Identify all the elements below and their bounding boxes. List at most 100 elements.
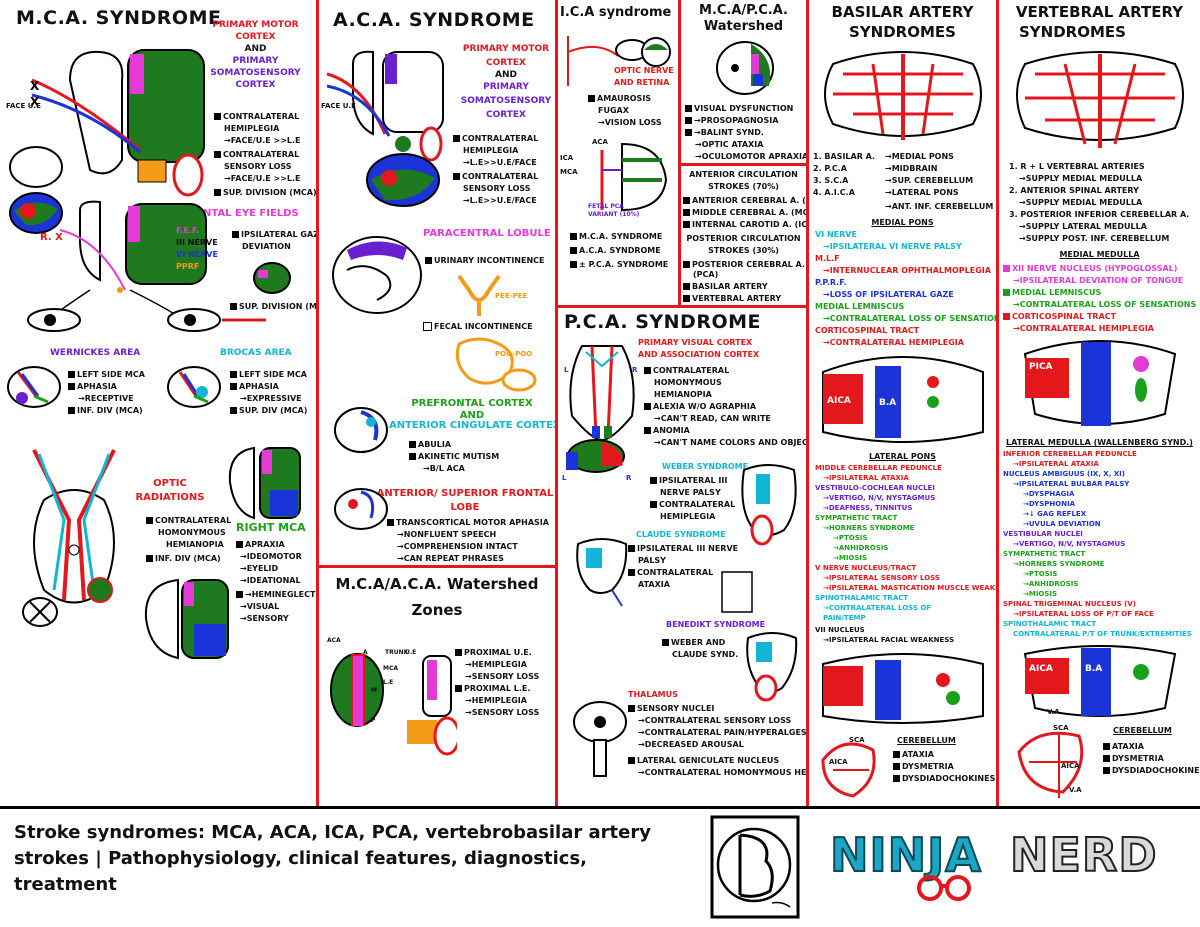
basilar-tract-2: →Ipsilateral VI nerve palsy [823, 242, 962, 251]
watershed-title-2: Zones [411, 601, 463, 619]
prefrontal-brain [334, 407, 388, 453]
vertebral-label-aica-2: AICA [1061, 762, 1080, 770]
vertebral-cerebellum-2: Dysmetria [1103, 754, 1164, 763]
lateral-pons-diagram [822, 653, 984, 724]
vertebral-list-6: →Supply lateral medulla [1019, 222, 1147, 231]
mca-gaze-2: deviation [242, 242, 291, 251]
basilar-lat-16: pain/temp [823, 614, 866, 622]
ica-syndrome-2: A.C.A. Syndrome [570, 246, 661, 255]
vertebral-lat-7: →↓ Gag reflex [1023, 510, 1087, 518]
watershed-item-1: Proximal U.E. [455, 648, 532, 657]
mca-optic-3: Hemianopia [166, 540, 224, 549]
basilar-lat-12: →Ipsilateral sensory loss [823, 574, 940, 582]
cerebellum-diagram-vertebral [1017, 731, 1084, 798]
vertebral-lat-5: →Dysphagia [1023, 490, 1075, 498]
basilar-cerebellum-title: Cerebellum [897, 736, 956, 745]
ica-label-mca: MCA [560, 168, 578, 176]
mca-fef-title: Frontal Eye Fields [180, 208, 299, 219]
aca-cortex-6: cortex [485, 110, 526, 120]
pca-visual-title-2: and association cortex [638, 350, 760, 359]
ica-item-2: fugax [598, 106, 629, 115]
mca-fef-diagram [49, 200, 207, 319]
aca-deficit-3: →L.E>>U.E/Face [463, 158, 537, 167]
mca-right-4: →Ideational [240, 576, 301, 585]
mca-pca-title-2: Watershed [703, 19, 784, 34]
signature-logo [710, 815, 800, 919]
pca-benedikt-1: Weber and [662, 638, 725, 647]
footer-title-line-1: Stroke syndromes: MCA, ACA, ICA, PCA, ve… [14, 822, 651, 843]
basilar-list-8: →Lateral pons [885, 188, 959, 197]
vertebral-label-sca: SCA [1053, 724, 1069, 732]
mca-right-7: →Sensory [240, 614, 289, 623]
basilar-lat-10: →Miosis [833, 554, 868, 562]
aca-prefrontal-title-3: Anterior Cingulate Cortex [389, 420, 555, 431]
vertebral-list-3: 2. Anterior spinal artery [1009, 186, 1139, 195]
watershed-item-5: →Hemiplegia [465, 696, 527, 705]
aca-prefrontal-1: Abulia [409, 440, 451, 449]
pca-panel: P.C.A. SYNDROME Primary visual cortex an… [558, 308, 806, 806]
footer-title: Stroke syndromes: MCA, ACA, ICA, PCA, ve… [14, 820, 651, 898]
vertebral-title-2: SYNDROMES [1019, 23, 1126, 41]
pca-l2: L [562, 474, 567, 482]
pca-brain-diagram [569, 345, 635, 442]
mca-optic-title-1: Optic [153, 478, 187, 489]
aca-panel: A.C.A. SYNDROME Primary motor cortex and… [319, 0, 555, 565]
mca-right-title: Right MCA [236, 521, 306, 534]
mca-cortex-3: and [244, 44, 267, 54]
vertebral-lat-12: →Horners Syndrome [1013, 560, 1105, 568]
aca-cortex-5: somatosensory [460, 96, 552, 106]
logo-ninja: NINJA [829, 827, 982, 883]
ica-optic-2: and retina [614, 78, 670, 87]
watershed-label-p: P [371, 717, 376, 724]
mca-pca-item-2: →Prosopagnosia [685, 116, 778, 125]
basilar-lat-3: Vestibulo-cochlear nuclei [815, 484, 935, 492]
ica-label-fetal: Fetal PCA [588, 203, 624, 210]
ica-item-3: →Vision loss [598, 118, 662, 127]
glasses-icon [917, 875, 971, 901]
vertebral-label-va: V.A [1047, 708, 1060, 716]
posterior-2: (PCA) [693, 270, 719, 279]
svg-text:X: X [30, 79, 40, 93]
pca-visual-3: Hemianopia [654, 390, 712, 399]
ica-syndrome-1: M.C.A. Syndrome [570, 232, 662, 241]
weber-midbrain [741, 464, 797, 546]
mca-right-6: →Visual [240, 602, 280, 611]
mca-deficit-4: Contralateral [214, 150, 299, 159]
mca-right-2: →Ideomotor [240, 552, 302, 561]
vertebral-circle-diagram [1016, 51, 1184, 148]
mca-wernicke-2: Aphasia [68, 382, 117, 391]
vertebral-lat-15: →Miosis [1023, 590, 1058, 598]
pca-visual-5: →Can't read, can write [654, 414, 771, 423]
vertebral-lat-17: →Ipsilateral loss of p/t of face [1013, 610, 1154, 618]
aca-deficit-1: Contralateral [453, 134, 538, 143]
mca-cortex-6: cortex [235, 80, 276, 90]
vertebral-lat-13: →Ptosis [1023, 570, 1058, 578]
divider [996, 0, 999, 808]
aca-prefrontal-title-1: Prefrontal Cortex [411, 398, 533, 409]
ica-label-aca: ACA [592, 138, 608, 146]
mca-deficit-5: Sensory loss [224, 162, 292, 171]
mca-optic-1: Contralateral [146, 516, 231, 525]
aca-lateral-brain [366, 153, 440, 207]
ica-title: I.C.A syndrome [560, 5, 672, 20]
watershed-label-a: A [363, 649, 368, 656]
watershed-label-ue: U.E [405, 649, 417, 656]
vertebral-medial-medulla: Medial medulla [1059, 250, 1140, 259]
mca-pca-item-4: →Optic ataxia [695, 140, 764, 149]
footer-title-line-3: treatment [14, 874, 117, 896]
thalamus-diagram [573, 701, 627, 777]
basilar-tract-1: VI nerve [815, 230, 857, 239]
watershed-item-4: Proximal L.E. [455, 684, 530, 693]
optic-radiations-diagram [32, 449, 116, 604]
basilar-list-5: →Medial pons [885, 152, 954, 161]
divider [555, 305, 807, 308]
eyes-diagram [27, 308, 266, 332]
pca-visual-6: Anomia [644, 426, 690, 435]
basilar-lat-6: Sympathetic tract [815, 514, 898, 522]
aca-paracentral-title: Paracentral Lobule [423, 228, 551, 239]
vertebral-lateral-medulla: Lateral medulla (Wallenberg Synd.) [1006, 438, 1193, 447]
mca-fef-2: III Nerve [176, 238, 218, 247]
vertebral-list-4: →Supply medial medulla [1019, 198, 1143, 207]
mca-optic-title-2: Radiations [135, 492, 205, 503]
